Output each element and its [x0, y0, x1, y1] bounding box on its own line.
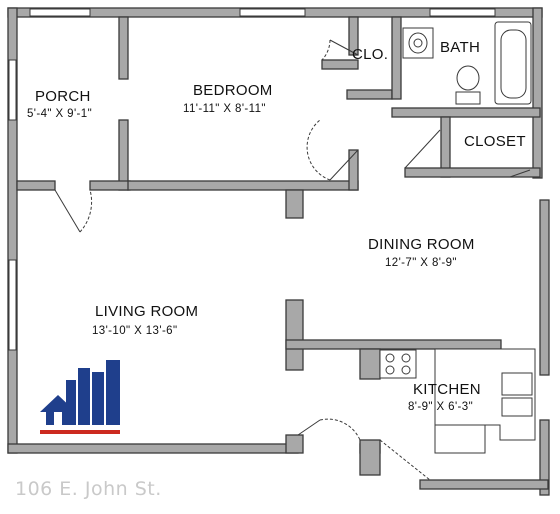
room-dining-dims: 12'-7" X 8'-9" — [385, 257, 457, 269]
room-bedroom-name: BEDROOM — [193, 82, 273, 99]
room-living-name: LIVING ROOM — [95, 303, 199, 320]
room-dining-name: DINING ROOM — [368, 236, 475, 253]
room-bedroom-dims: 11'-11" X 8'-11" — [183, 103, 266, 115]
kitchen-fixtures — [379, 348, 536, 454]
walls — [7, 7, 550, 496]
bath-fixtures — [402, 21, 532, 105]
address-label: 106 E. John St. — [15, 478, 162, 500]
windows — [8, 8, 496, 351]
room-porch-dims: 5'-4" X 9'-1" — [27, 108, 93, 120]
doors — [54, 39, 531, 481]
room-kitchen-dims: 8'-9" X 6'-3" — [408, 401, 474, 413]
room-living-dims: 13'-10" X 13'-6" — [92, 325, 178, 337]
building-logo-icon — [40, 360, 120, 434]
room-closet-small-name: CLO. — [352, 46, 389, 63]
room-bath-name: BATH — [440, 39, 481, 56]
room-closet-name: CLOSET — [464, 133, 526, 150]
room-porch-name: PORCH — [35, 88, 91, 105]
room-kitchen-name: KITCHEN — [413, 381, 481, 398]
